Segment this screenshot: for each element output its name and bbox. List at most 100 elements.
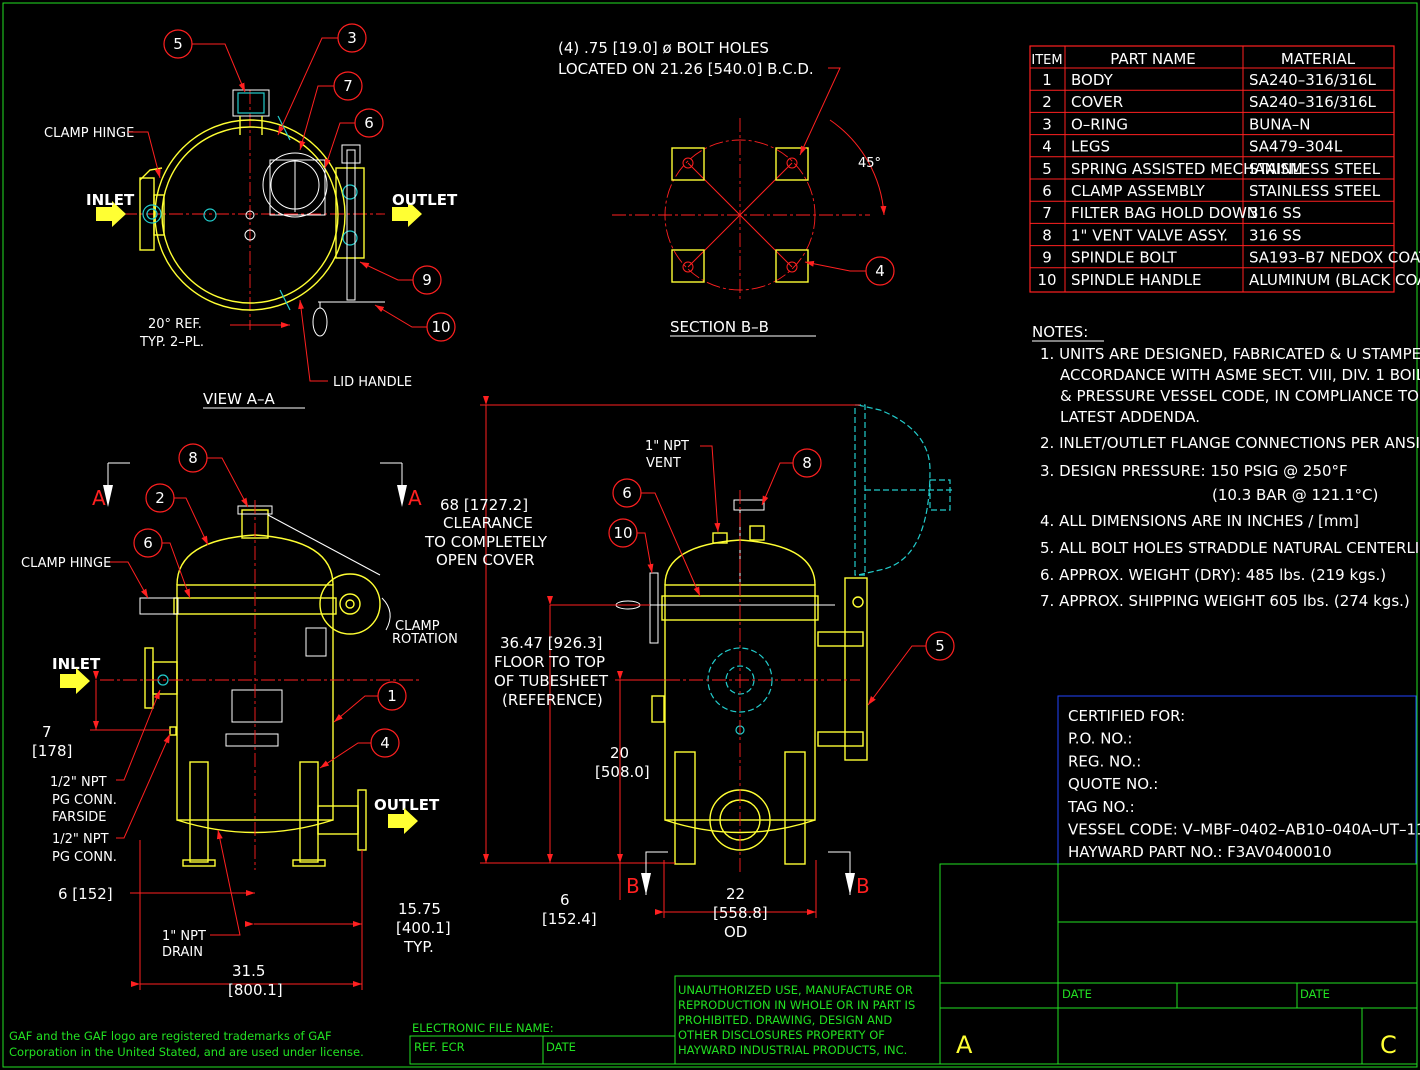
certified-line: VESSEL CODE: V–MBF–0402–AB10–040A–UT–11S… (1068, 821, 1420, 839)
balloon-9-top: 9 (412, 265, 442, 295)
note-line: 6. APPROX. WEIGHT (DRY): 485 lbs. (219 k… (1040, 566, 1386, 584)
warning-line: UNAUTHORIZED USE, MANUFACTURE OR (678, 983, 913, 997)
table-row-material: STAINLESS STEEL (1249, 182, 1381, 200)
tube-line2: FLOOR TO TOP (494, 653, 605, 671)
balloon-10-side: 10 (608, 518, 638, 548)
balloon-5-side: 5 (925, 631, 955, 661)
drain-line2: DRAIN (162, 945, 203, 960)
balloon-5-top: 5 (163, 29, 193, 59)
warning-text: UNAUTHORIZED USE, MANUFACTURE ORREPRODUC… (678, 983, 915, 1057)
side-dim-od: OD (724, 923, 747, 941)
front-dim-7: 7 (42, 723, 52, 741)
bolt-note-line1: (4) .75 [19.0] ø BOLT HOLES (558, 39, 769, 57)
rev-a: A (956, 1031, 973, 1059)
view-aa-typ-label: TYP. 2–PL. (139, 335, 204, 350)
table-row-part-name: SPINDLE HANDLE (1071, 271, 1202, 289)
view-aa-outlet-label: OUTLET (392, 191, 458, 209)
ref-ecr-label: REF. ECR (414, 1040, 465, 1054)
section-bb-title: SECTION B–B (670, 318, 769, 336)
front-dim-800: [800.1] (228, 981, 283, 999)
tube-line4: (REFERENCE) (502, 691, 603, 709)
clear-line1: 68 [1727.2] (440, 496, 528, 514)
section-bb-angle: 45° (858, 156, 881, 171)
note-line: 1. UNITS ARE DESIGNED, FABRICATED & U ST… (1040, 345, 1420, 363)
front-dim-315: 31.5 (232, 962, 265, 980)
certified-line: REG. NO.: (1068, 752, 1141, 770)
table-row-item: 6 (1042, 182, 1052, 200)
section-a-label-left: A (92, 486, 106, 510)
clamp-label: CLAMP (395, 619, 440, 634)
table-row-part-name: O–RING (1071, 115, 1128, 133)
balloon-8-side: 8 (792, 448, 822, 478)
notes-list: 1. UNITS ARE DESIGNED, FABRICATED & U ST… (1040, 345, 1420, 610)
date1-label: DATE (1062, 987, 1092, 1001)
warning-line: HAYWARD INDUSTRIAL PRODUCTS, INC. (678, 1043, 907, 1057)
table-row-material: BUNA–N (1249, 115, 1310, 133)
section-b-label-right: B (856, 874, 870, 898)
front-inlet-label: INLET (52, 655, 101, 673)
certified-list: CERTIFIED FOR:P.O. NO.:REG. NO.:QUOTE NO… (1067, 707, 1420, 861)
view-aa-clamp-hinge-label: CLAMP HINGE (44, 126, 134, 141)
pg1-line3: FARSIDE (52, 810, 107, 825)
svg-text:8: 8 (188, 449, 198, 467)
table-row-item: 2 (1042, 93, 1052, 111)
pg1-line2: PG CONN. (52, 793, 117, 808)
balloon-6-front: 6 (133, 528, 163, 558)
certified-line: CERTIFIED FOR: (1068, 707, 1185, 725)
table-row-item: 4 (1042, 138, 1052, 156)
rev-c: C (1380, 1031, 1397, 1059)
balloon-1-front: 1 (377, 681, 407, 711)
side-view-drawing (615, 404, 955, 875)
certified-line: HAYWARD PART NO.: F3AV0400010 (1068, 843, 1332, 861)
balloon-7-top: 7 (333, 71, 363, 101)
svg-text:2: 2 (155, 489, 165, 507)
front-dim-6: 6 [152] (58, 885, 113, 903)
title-block (409, 863, 1418, 1065)
table-row-item: 8 (1042, 226, 1052, 244)
view-aa (100, 89, 385, 337)
svg-text:10: 10 (431, 318, 450, 336)
table-row-material: SA479–304L (1249, 138, 1343, 156)
side-dim-5588: [558.8] (713, 904, 768, 922)
table-row-material: 316 SS (1249, 204, 1301, 222)
table-header-material: MATERIAL (1281, 50, 1356, 68)
svg-text:3: 3 (347, 29, 357, 47)
front-dim-4001: [400.1] (396, 919, 451, 937)
trademark-line: Corporation in the United Stated, and ar… (9, 1045, 364, 1059)
front-dim-1575: 15.75 (398, 900, 441, 918)
svg-text:9: 9 (422, 271, 432, 289)
side-dim-1524: [152.4] (542, 910, 597, 928)
bolt-note-line2: LOCATED ON 21.26 [540.0] B.C.D. (558, 60, 814, 78)
table-row-part-name: CLAMP ASSEMBLY (1071, 182, 1206, 200)
trademark-text: GAF and the GAF logo are registered trad… (9, 1029, 364, 1059)
note-line: ACCORDANCE WITH ASME SECT. VIII, DIV. 1 … (1060, 366, 1420, 384)
balloon-8-front: 8 (178, 443, 208, 473)
table-row-material: ALUMINUM (BLACK COATED) (1249, 271, 1420, 289)
balloon-6-side: 6 (612, 478, 642, 508)
side-dim-22: 22 (726, 885, 745, 903)
svg-text:7: 7 (343, 77, 353, 95)
certified-line: TAG NO.: (1067, 798, 1135, 816)
table-row-item: 1 (1042, 71, 1052, 89)
section-b-label-left: B (626, 874, 640, 898)
svg-text:6: 6 (364, 114, 374, 132)
table-row-material: SA193–B7 NEDOX COATED (1249, 249, 1420, 267)
svg-text:6: 6 (143, 534, 153, 552)
table-row-material: 316 SS (1249, 226, 1301, 244)
balloon-2-front: 2 (145, 483, 175, 513)
certified-line: P.O. NO.: (1068, 730, 1132, 748)
table-row-item: 7 (1042, 204, 1052, 222)
balloon-3-top: 3 (337, 23, 367, 53)
svg-text:5: 5 (935, 637, 945, 655)
note-line: & PRESSURE VESSEL CODE, IN COMPLIANCE TO (1060, 387, 1419, 405)
warning-line: OTHER DISCLOSURES PROPERTY OF (678, 1028, 885, 1042)
balloon-10-top: 10 (426, 312, 456, 342)
front-outlet-arrow-icon (388, 808, 418, 834)
tube-line1: 36.47 [926.3] (500, 634, 602, 652)
lid-handle-label: LID HANDLE (333, 375, 412, 390)
table-row-part-name: 1" VENT VALVE ASSY. (1071, 226, 1228, 244)
section-a-label-right: A (408, 486, 422, 510)
side-dim-508: [508.0] (595, 763, 650, 781)
